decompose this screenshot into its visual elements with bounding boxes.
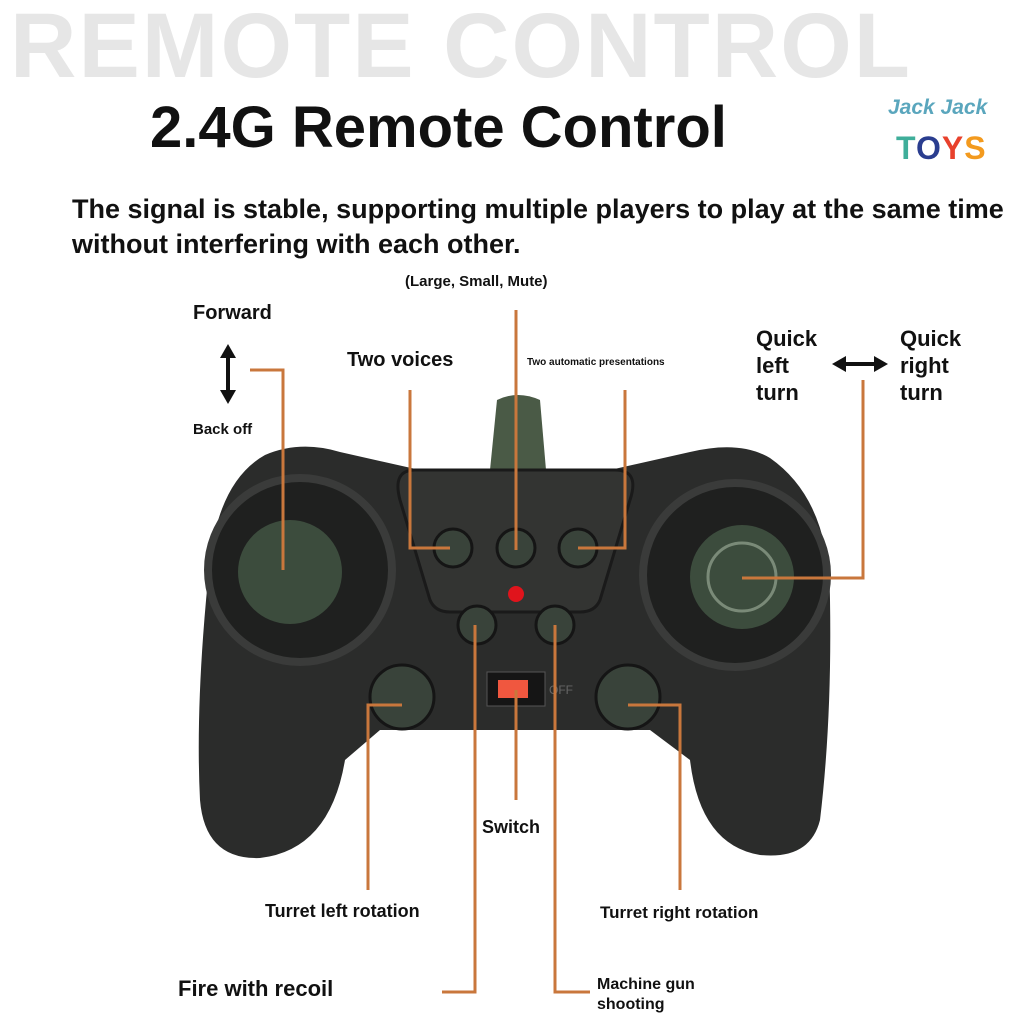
logo-line2: TOYS — [896, 130, 987, 166]
turret-right-button — [594, 663, 662, 731]
left-right-arrow-icon — [832, 356, 888, 372]
label-volume: (Large, Small, Mute) — [405, 273, 548, 290]
label-turret-left: Turret left rotation — [265, 901, 420, 921]
label-two-auto: Two automatic presentations — [527, 357, 665, 368]
label-two-voices: Two voices — [347, 349, 454, 371]
logo-line1: Jack Jack — [888, 96, 988, 119]
label-quick-right: Quick right turn — [900, 326, 962, 405]
power-led — [508, 586, 524, 602]
leader-lines — [250, 310, 865, 994]
switch-off-text: OFF — [549, 683, 573, 697]
page-title: 2.4G Remote Control — [150, 95, 727, 160]
label-quick-left: Quick left turn — [756, 326, 818, 405]
label-turret-right: Turret right rotation — [600, 903, 759, 922]
up-down-arrow-icon — [220, 344, 236, 404]
label-fire: Fire with recoil — [178, 976, 334, 1001]
watermark-text: REMOTE CONTROL — [10, 0, 912, 97]
brand-logo: Jack Jack TOYS — [880, 96, 1010, 184]
antenna — [490, 395, 546, 470]
label-forward: Forward — [193, 302, 272, 324]
power-switch — [498, 680, 528, 698]
subtitle: The signal is stable, supporting multipl… — [72, 194, 1004, 259]
label-back-off: Back off — [193, 421, 253, 438]
label-switch: Switch — [482, 817, 541, 837]
turret-left-button — [368, 663, 436, 731]
left-joystick — [238, 520, 342, 624]
fire-button — [456, 604, 498, 646]
label-machine-gun: Machine gun shooting — [597, 976, 695, 1013]
